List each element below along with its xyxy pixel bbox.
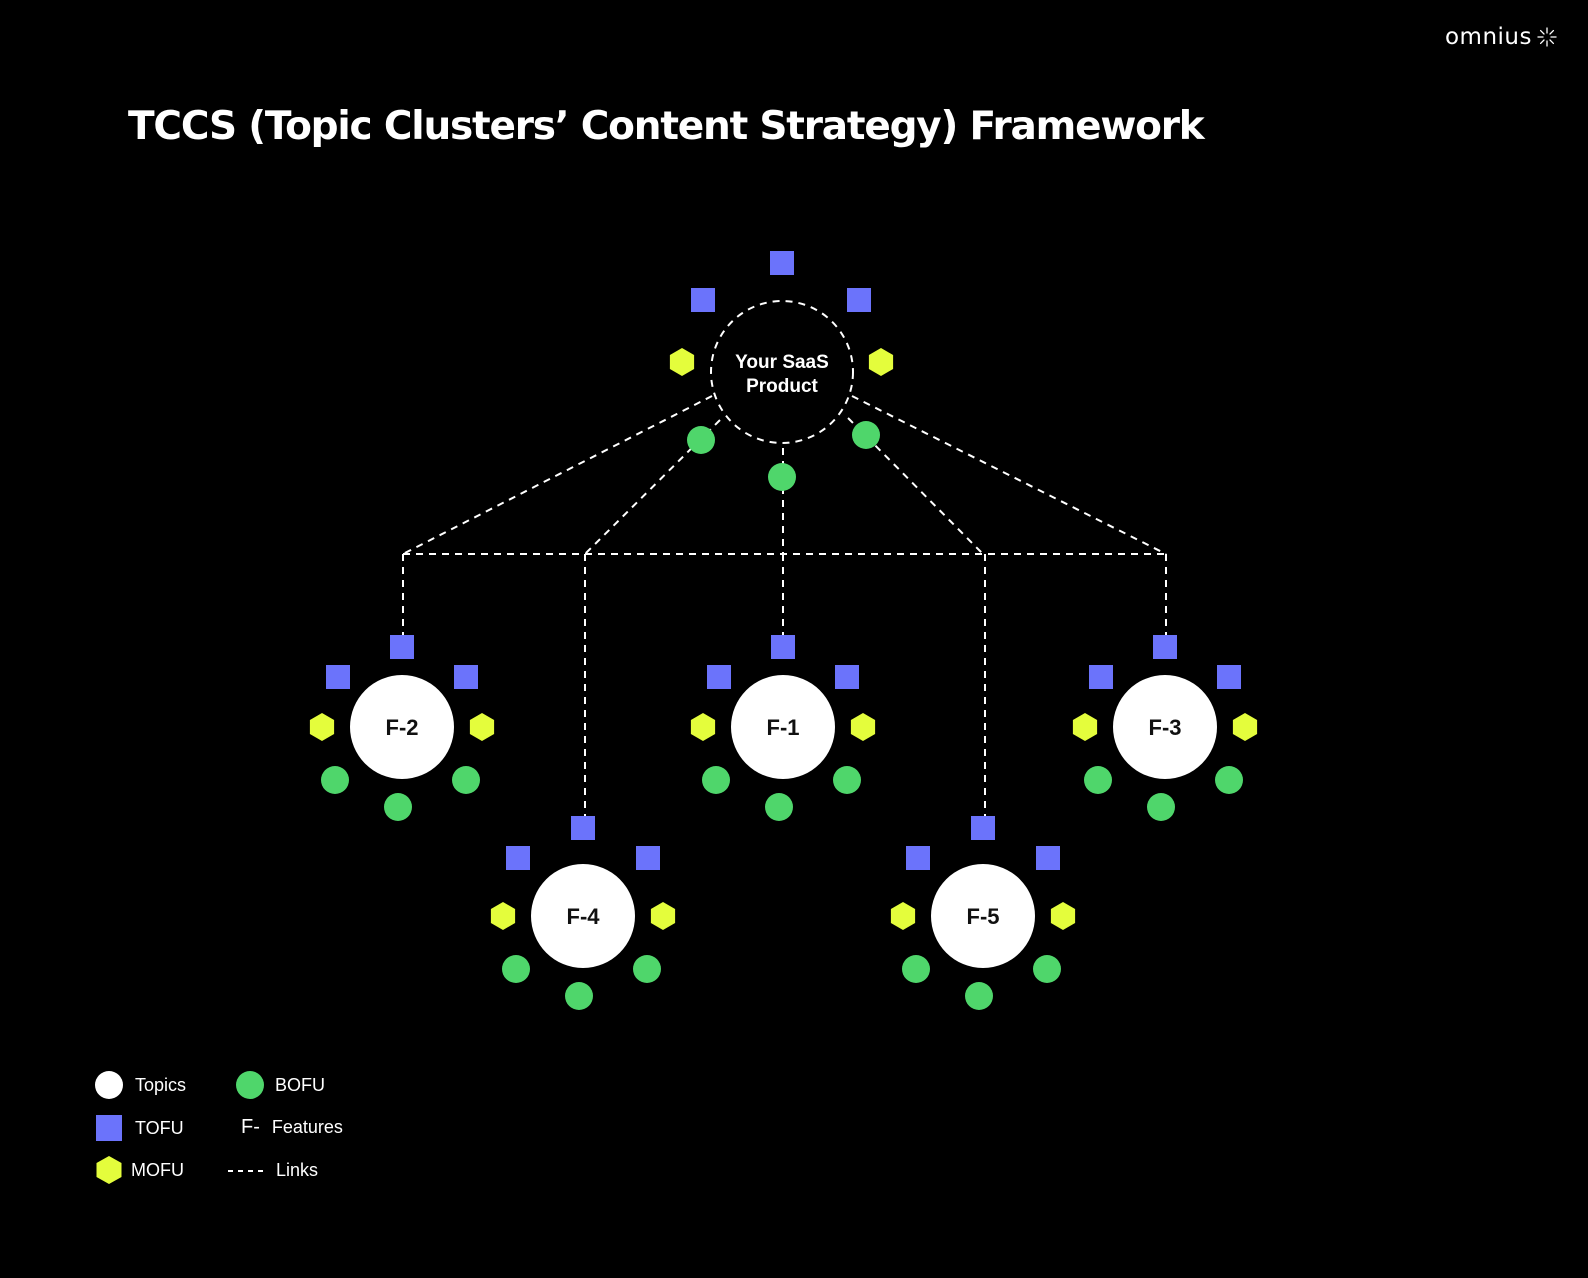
- root-bofu-bottom: [768, 463, 796, 491]
- root-label-line1: Your SaaS: [735, 352, 829, 373]
- legend-label-features: Features: [271, 1117, 343, 1137]
- legend-label-topics: Topics: [135, 1074, 187, 1095]
- feature-node-f5: [931, 864, 1035, 968]
- legend-label-links: Links: [276, 1160, 319, 1180]
- f3-tofu-left: [1089, 665, 1113, 689]
- f3-mofu-left: [1072, 713, 1098, 741]
- link-root-to-f2: [402, 395, 713, 555]
- root-bofu-left: [687, 426, 715, 454]
- f2-bofu-bottom: [384, 793, 412, 821]
- legend-label-mofu: MOFU: [131, 1159, 184, 1180]
- root-label-line2: Product: [746, 376, 818, 397]
- feature-node-f2: [350, 675, 454, 779]
- root-node: [710, 300, 854, 444]
- f1-bofu-bottom: [765, 793, 793, 821]
- f5-mofu-right: [1050, 902, 1076, 930]
- f1-tofu-right: [835, 665, 859, 689]
- legend-item-links: Links: [228, 1160, 318, 1181]
- f2-tofu-top: [390, 635, 414, 659]
- root-mofu-right: [868, 348, 894, 376]
- feature-node-f3: [1113, 675, 1217, 779]
- feature-node-f1: [731, 675, 835, 779]
- legend-item-bofu: BOFU: [235, 1070, 325, 1100]
- root-mofu-left: [669, 348, 695, 376]
- feature-label-f1: F-1: [767, 715, 800, 740]
- root-bofu-right: [852, 421, 880, 449]
- f4-tofu-top: [571, 816, 595, 840]
- labels-layer: Your SaaS Product F-1 F-2 F-3 F-4 F-5: [386, 352, 1182, 929]
- f3-mofu-right: [1232, 713, 1258, 741]
- f1-bofu-right: [833, 766, 861, 794]
- f5-bofu-right: [1033, 955, 1061, 983]
- root-tofu-right: [847, 288, 871, 312]
- mofu-hexagon-icon: [96, 1156, 122, 1184]
- f5-bofu-bottom: [965, 982, 993, 1010]
- topic-circle-icon: [95, 1071, 123, 1099]
- legend: Topics BOFU TOFU F- Features MOFU: [94, 1066, 414, 1196]
- f4-tofu-left: [506, 846, 530, 870]
- f5-tofu-right: [1036, 846, 1060, 870]
- f3-bofu-bottom: [1147, 793, 1175, 821]
- sparkle-icon: [1537, 27, 1557, 47]
- f2-tofu-right: [454, 665, 478, 689]
- brand-logo: omnius: [1445, 24, 1558, 50]
- f2-bofu-right: [452, 766, 480, 794]
- dashed-line-icon: [228, 1169, 266, 1172]
- f2-tofu-left: [326, 665, 350, 689]
- link-root-to-f3: [851, 395, 1167, 555]
- f3-bofu-right: [1215, 766, 1243, 794]
- links-layer: [402, 395, 1167, 816]
- f2-bofu-left: [321, 766, 349, 794]
- tofu-square-icon: [96, 1115, 122, 1141]
- f4-tofu-right: [636, 846, 660, 870]
- topic-cluster-diagram: Your SaaS Product F-1 F-2 F-3 F-4 F-5: [309, 251, 1258, 1010]
- legend-item-tofu: TOFU: [96, 1115, 184, 1141]
- root-tofu-left: [691, 288, 715, 312]
- legend-item-mofu: MOFU: [95, 1155, 184, 1185]
- feature-node-f4: [531, 864, 635, 968]
- f4-bofu-right: [633, 955, 661, 983]
- feature-label-f5: F-5: [967, 904, 1000, 929]
- legend-item-topics: Topics: [94, 1070, 186, 1100]
- f1-tofu-top: [771, 635, 795, 659]
- feature-label-f4: F-4: [567, 904, 601, 929]
- f1-bofu-left: [702, 766, 730, 794]
- root-tofu-top: [770, 251, 794, 275]
- f3-bofu-left: [1084, 766, 1112, 794]
- bofu-circle-icon: [236, 1071, 264, 1099]
- f5-bofu-left: [902, 955, 930, 983]
- f3-tofu-right: [1217, 665, 1241, 689]
- brand-name: omnius: [1444, 24, 1532, 50]
- f2-mofu-right: [469, 713, 495, 741]
- f5-mofu-left: [890, 902, 916, 930]
- f1-mofu-left: [690, 713, 716, 741]
- legend-label-bofu: BOFU: [275, 1074, 326, 1095]
- feature-label-f3: F-3: [1149, 715, 1182, 740]
- legend-label-tofu: TOFU: [135, 1117, 184, 1138]
- f4-mofu-left: [490, 902, 516, 930]
- f3-tofu-top: [1153, 635, 1177, 659]
- legend-item-features: F- Features: [241, 1116, 343, 1139]
- f2-mofu-left: [309, 713, 335, 741]
- f1-mofu-right: [850, 713, 876, 741]
- feature-label-f2: F-2: [386, 715, 419, 740]
- page-title: TCCS (Topic Clusters’ Content Strategy) …: [128, 104, 1205, 149]
- f5-tofu-top: [971, 816, 995, 840]
- features-glyph-icon: F-: [241, 1116, 260, 1138]
- f4-bofu-bottom: [565, 982, 593, 1010]
- f4-mofu-right: [650, 902, 676, 930]
- nodes-layer: [309, 251, 1258, 1010]
- f1-tofu-left: [707, 665, 731, 689]
- f4-bofu-left: [502, 955, 530, 983]
- f5-tofu-left: [906, 846, 930, 870]
